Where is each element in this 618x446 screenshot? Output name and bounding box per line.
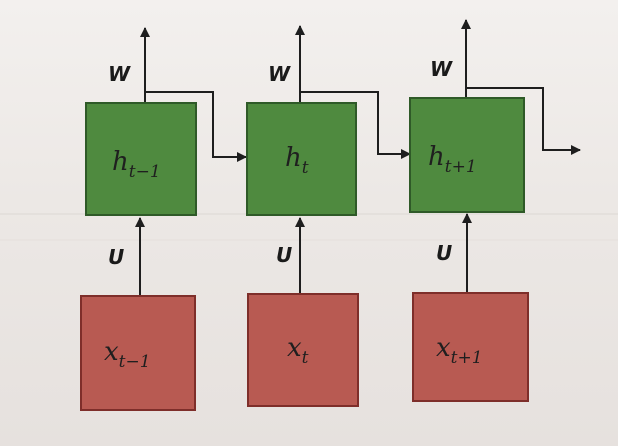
hidden-state-box-3 [409, 97, 525, 213]
input-label-1: xt−1 [104, 337, 151, 372]
recurrent-arrow-1 [145, 91, 247, 162]
input-box-1 [80, 295, 196, 411]
recurrent-arrows [145, 87, 581, 162]
hidden-state-label-1: ht−1 [112, 147, 161, 182]
hidden-state-label-3: ht+1 [428, 142, 477, 177]
w-label-3: W [430, 57, 453, 81]
u-label-2: U [276, 243, 292, 267]
hidden-state-label-2: ht [285, 143, 309, 178]
input-box-3 [412, 292, 529, 402]
u-label-3: U [436, 241, 452, 265]
input-arrows [135, 213, 472, 296]
recurrent-arrow-2 [300, 91, 411, 159]
input-label-3: xt+1 [436, 333, 483, 368]
input-label-2: xt [287, 333, 309, 368]
hidden-state-box-2 [246, 102, 357, 216]
background-texture [0, 213, 618, 241]
hidden-state-box-1 [85, 102, 197, 216]
output-arrows [140, 19, 471, 103]
input-weight-labels: U U U [108, 241, 452, 269]
recurrent-arrow-3 [466, 87, 581, 155]
w-label-2: W [268, 62, 291, 86]
recurrent-weight-labels: W W W [108, 57, 453, 86]
u-label-1: U [108, 245, 124, 269]
input-labels: xt−1 xt xt+1 [104, 333, 483, 372]
hidden-state-boxes [85, 97, 525, 216]
hidden-state-labels: ht−1 ht ht+1 [112, 142, 477, 182]
w-label-1: W [108, 62, 131, 86]
input-box-2 [247, 293, 359, 407]
input-boxes [80, 292, 529, 411]
